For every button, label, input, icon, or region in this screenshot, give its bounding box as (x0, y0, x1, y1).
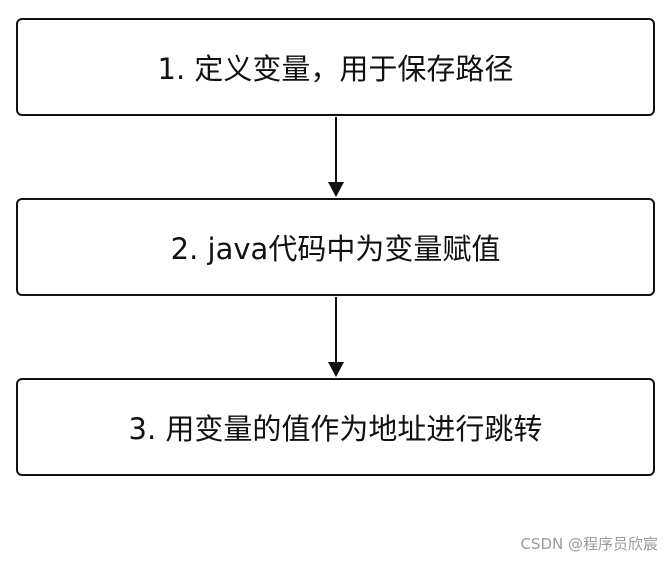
step-label-2: 2. java代码中为变量赋值 (170, 232, 501, 266)
step-box-1: 1. 定义变量，用于保存路径 (16, 18, 655, 116)
arrow-1-head (328, 182, 344, 197)
watermark: CSDN @程序员欣宸 (520, 535, 658, 553)
step-box-3: 3. 用变量的值作为地址进行跳转 (16, 378, 655, 476)
arrow-1-to-2 (328, 117, 344, 197)
arrow-2-head (328, 362, 344, 377)
step-box-2: 2. java代码中为变量赋值 (16, 198, 655, 296)
step-label-3: 3. 用变量的值作为地址进行跳转 (128, 412, 543, 446)
arrow-2-to-3 (328, 297, 344, 377)
step-label-1: 1. 定义变量，用于保存路径 (157, 52, 514, 86)
